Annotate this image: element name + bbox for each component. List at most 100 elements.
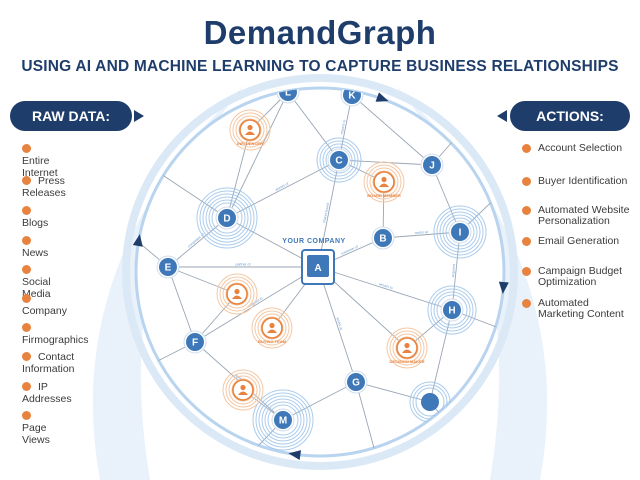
svg-text:H: H	[448, 306, 455, 317]
svg-text:F: F	[192, 338, 198, 349]
node-ring	[267, 404, 299, 436]
graph-edge	[317, 266, 453, 311]
edge-label: works at	[415, 230, 428, 235]
graph-node-b: B	[371, 226, 395, 250]
graph-edge	[451, 231, 461, 311]
edge-label: shares board	[322, 203, 330, 224]
person-icon	[404, 342, 410, 349]
page-subtitle: USING AI AND MACHINE LEARNING TO CAPTURE…	[21, 58, 619, 75]
node-ring	[258, 395, 308, 445]
graph-edge	[282, 381, 357, 421]
raw-data-item: News	[22, 235, 48, 259]
node-ring	[433, 205, 487, 259]
circle-arrows	[132, 92, 509, 460]
actions-heading: ACTIONS:	[510, 101, 630, 131]
action-item: Automated Marketing Content	[522, 298, 634, 320]
person-node-buying: BUYING TEAM	[251, 307, 293, 349]
edge-label: works at	[335, 317, 343, 331]
bullet-icon	[22, 294, 31, 303]
graph-edge	[287, 91, 340, 161]
bullet-icon	[22, 265, 31, 274]
graph-edge	[167, 217, 228, 268]
raw-data-item: Page Views	[22, 410, 50, 446]
node-ring	[319, 140, 359, 180]
bullet-icon	[522, 177, 531, 186]
node-ring	[255, 392, 311, 448]
edge-label: acquired	[451, 264, 456, 278]
bullet-icon	[22, 323, 31, 332]
svg-text:K: K	[348, 91, 356, 102]
node-ring	[252, 389, 314, 451]
node-ring	[325, 146, 353, 174]
node-ring	[196, 187, 258, 249]
node-ring	[202, 193, 252, 243]
decorative-swoosh-left	[92, 85, 245, 480]
edge-label: vendor to	[378, 282, 393, 290]
edge-label: reports to	[340, 119, 347, 134]
node-ring	[199, 190, 255, 246]
bullet-icon	[22, 176, 31, 185]
raw-data-item: Entire Internet	[22, 143, 58, 179]
raw-data-item: IP Addresses	[22, 381, 72, 405]
raw-data-item: Blogs	[22, 205, 48, 229]
graph-edge	[226, 91, 289, 219]
graph-node-g: G	[344, 370, 368, 394]
person-icon	[240, 384, 246, 391]
graph-node-e: E	[156, 255, 180, 279]
decorative-swoosh-right	[395, 85, 548, 480]
svg-text:INFLUENCER: INFLUENCER	[237, 141, 263, 146]
raw-data-heading: RAW DATA:	[10, 101, 132, 131]
bullet-icon	[22, 411, 31, 420]
person-icon	[269, 322, 275, 329]
svg-text:I: I	[459, 228, 462, 239]
raw-data-item: Contact Information	[22, 351, 75, 375]
your-company-label: YOUR COMPANY	[282, 238, 345, 245]
graph-node-i: I	[448, 220, 472, 244]
graph-node-d: D	[215, 206, 239, 230]
node-ring	[430, 288, 474, 332]
node-ring	[415, 387, 445, 417]
person-icon	[381, 176, 387, 183]
graph-outer-glow	[122, 74, 518, 470]
svg-text:L: L	[285, 88, 291, 99]
node-ring	[322, 143, 356, 177]
graph-edge	[351, 94, 433, 166]
node-ring	[436, 294, 468, 326]
node-ring	[205, 196, 249, 240]
bullet-icon	[522, 299, 531, 308]
node-ring	[261, 398, 305, 442]
node-ring	[208, 199, 246, 237]
graph-edge	[382, 231, 461, 239]
node-ring	[433, 291, 471, 329]
node-ring	[439, 211, 481, 253]
graph-node-partial	[421, 393, 439, 411]
svg-text:G: G	[352, 378, 360, 389]
graph-edge	[429, 309, 453, 403]
graph-node-l: L	[276, 88, 300, 104]
bullet-icon	[22, 382, 31, 391]
edge-label: customer of	[340, 245, 358, 256]
svg-text:BUYING TEAM: BUYING TEAM	[258, 339, 287, 344]
graph-node-f: F	[183, 330, 207, 354]
raw-data-arrow-icon	[134, 110, 144, 122]
action-item: Account Selection	[522, 143, 634, 154]
action-item: Automated Website Personalization	[522, 205, 634, 227]
node-ring	[264, 401, 302, 439]
person-node-board: BOARD MEMBER	[363, 161, 405, 203]
svg-text:J: J	[429, 161, 435, 172]
flow-arrow-icon	[132, 234, 143, 247]
edge-label: partner of	[236, 263, 251, 267]
svg-text:DECISION MAKER: DECISION MAKER	[389, 359, 424, 364]
node-ring	[211, 202, 243, 234]
svg-text:BOARD MEMBER: BOARD MEMBER	[367, 193, 401, 198]
node-ring	[445, 217, 475, 247]
svg-text:B: B	[379, 234, 386, 245]
graph-node-m: M	[271, 408, 295, 432]
bullet-icon	[522, 144, 531, 153]
graph-edge	[167, 266, 196, 343]
action-item: Campaign Budget Optimization	[522, 266, 634, 288]
person-icon	[247, 124, 253, 131]
flow-arrow-icon	[375, 92, 389, 102]
